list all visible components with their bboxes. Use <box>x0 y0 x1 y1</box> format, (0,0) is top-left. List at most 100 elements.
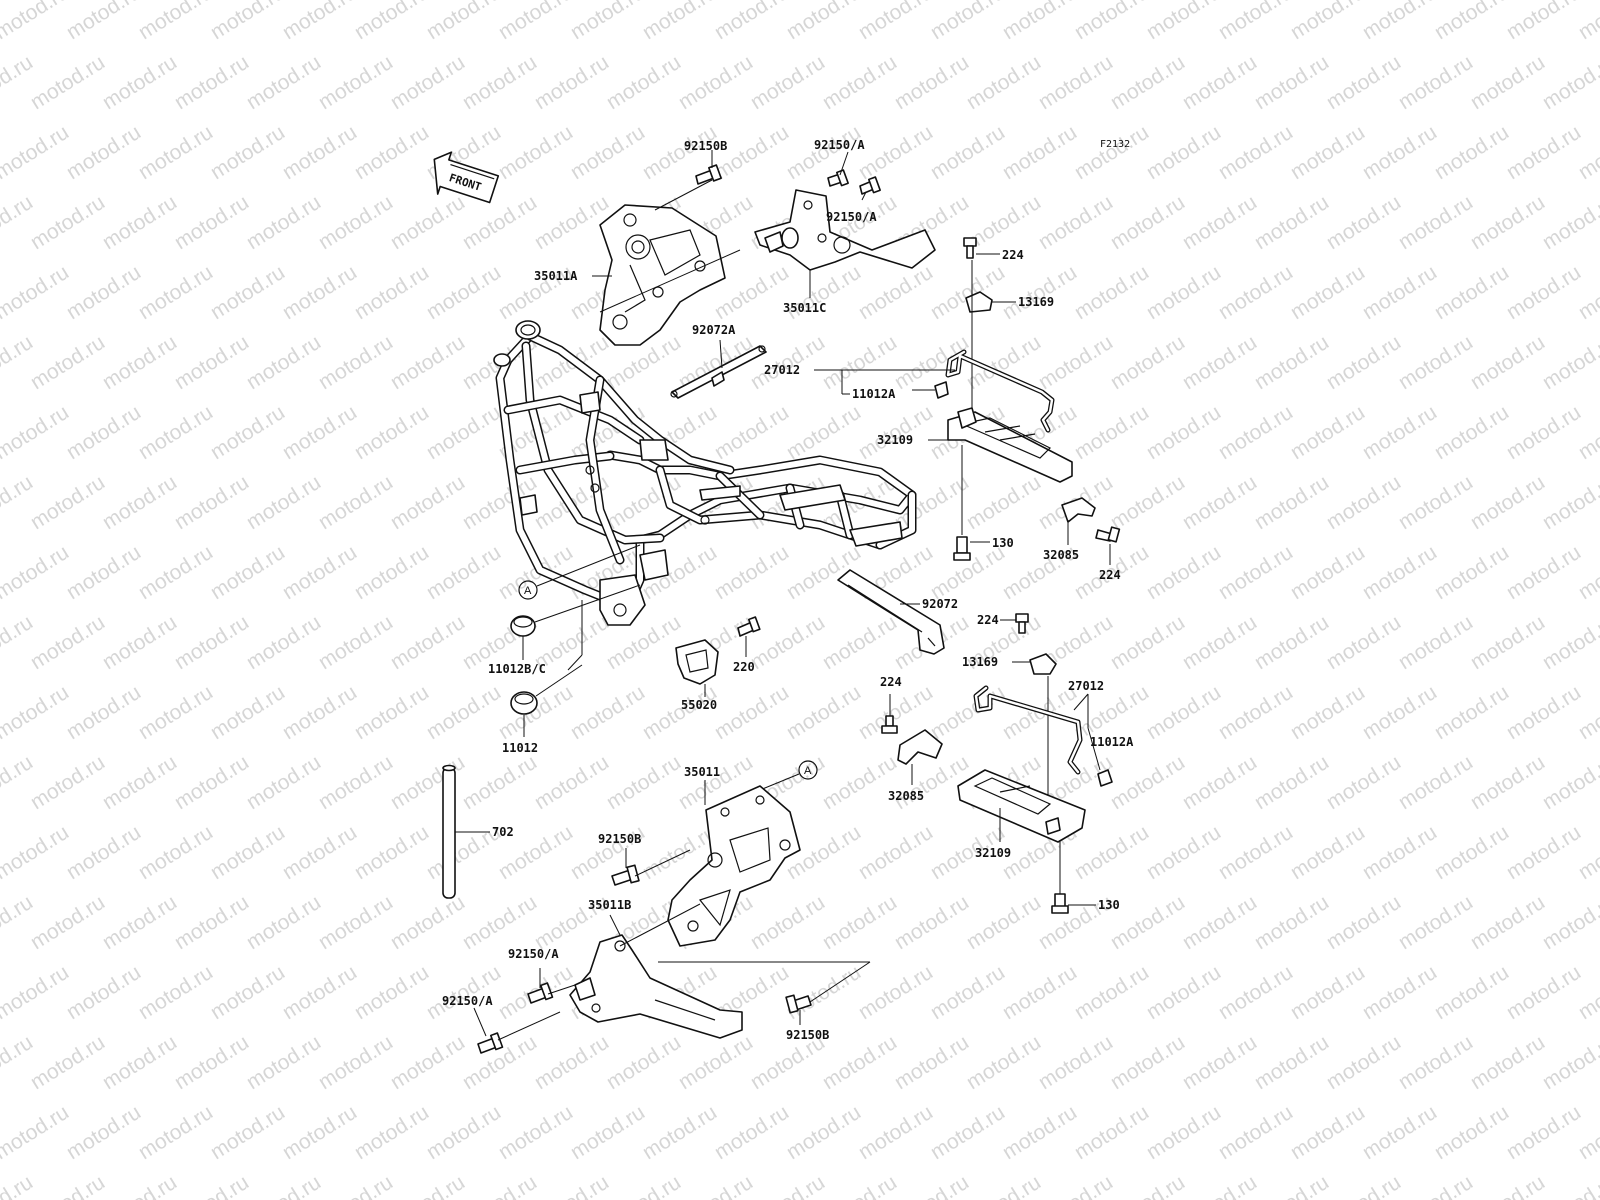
label-11012a-bottom: 11012A <box>1090 735 1134 749</box>
watermark-text: motod.ru <box>0 961 73 1024</box>
watermark-text: motod.ru <box>242 1171 324 1200</box>
watermark-text: motod.ru <box>746 891 828 954</box>
watermark-text: motod.ru <box>1394 1171 1476 1200</box>
watermark-text: motod.ru <box>854 261 936 324</box>
watermark-text: motod.ru <box>350 681 432 744</box>
watermark-text: motod.ru <box>1214 401 1296 464</box>
watermark-text: motod.ru <box>1214 261 1296 324</box>
watermark-text: motod.ru <box>1178 331 1260 394</box>
watermark-text: motod.ru <box>1430 1101 1512 1164</box>
watermark-text: motod.ru <box>134 1101 216 1164</box>
watermark-text: motod.ru <box>98 751 180 814</box>
watermark-text: motod.ru <box>494 681 576 744</box>
watermark-text: motod.ru <box>782 401 864 464</box>
watermark-text: motod.ru <box>1142 541 1224 604</box>
watermark-text: motod.ru <box>1466 891 1548 954</box>
watermark-text: motod.ru <box>1322 471 1404 534</box>
watermark-text: motod.ru <box>206 261 288 324</box>
watermark-text: motod.ru <box>494 0 576 44</box>
watermark-text: motod.ru <box>0 1101 73 1164</box>
watermark-text: motod.ru <box>242 891 324 954</box>
watermark-text: motod.ru <box>206 541 288 604</box>
watermark-text: motod.ru <box>818 1171 900 1200</box>
watermark-text: motod.ru <box>1502 821 1584 884</box>
watermark-text: motod.ru <box>1502 121 1584 184</box>
watermark-text: motod.ru <box>170 751 252 814</box>
watermark-text: motod.ru <box>386 891 468 954</box>
watermark-text: motod.ru <box>1538 471 1600 534</box>
watermark-text: motod.ru <box>962 1171 1044 1200</box>
watermark-text: motod.ru <box>854 121 936 184</box>
watermark-text: motod.ru <box>0 191 37 254</box>
watermark-text: motod.ru <box>1502 0 1584 44</box>
watermark-text: motod.ru <box>1322 891 1404 954</box>
bolt-224-mid <box>1015 613 1029 634</box>
watermark-text: motod.ru <box>710 401 792 464</box>
watermark-text: motod.ru <box>1394 191 1476 254</box>
watermark-text: motod.ru <box>1502 261 1584 324</box>
watermark-text: motod.ru <box>422 1101 504 1164</box>
watermark-text: motod.ru <box>1538 331 1600 394</box>
watermark-text: motod.ru <box>1394 891 1476 954</box>
watermark-text: motod.ru <box>854 821 936 884</box>
leader-27012-bottom-a <box>1073 693 1089 711</box>
label-224-bottom: 224 <box>880 675 902 689</box>
label-92072a: 92072A <box>692 323 736 337</box>
watermark-text: motod.ru <box>1466 1031 1548 1094</box>
watermark-text: motod.ru <box>782 681 864 744</box>
watermark-text: motod.ru <box>710 1101 792 1164</box>
watermark-text: motod.ru <box>26 751 108 814</box>
watermark-text: motod.ru <box>638 681 720 744</box>
leader-11012bc-frame <box>534 584 641 623</box>
bracket-35011b <box>569 934 743 1039</box>
watermark-text: motod.ru <box>1034 51 1116 114</box>
watermark-text: motod.ru <box>1322 611 1404 674</box>
watermark-text: motod.ru <box>890 1171 972 1200</box>
watermark-text: motod.ru <box>278 261 360 324</box>
watermark-text: motod.ru <box>98 331 180 394</box>
watermark-text: motod.ru <box>26 331 108 394</box>
watermark-text: motod.ru <box>1070 121 1152 184</box>
watermark-text: motod.ru <box>1142 261 1224 324</box>
grommet-11012bc <box>510 615 536 637</box>
label-35011c: 35011C <box>783 301 826 315</box>
watermark-text: motod.ru <box>386 1031 468 1094</box>
watermark-text: motod.ru <box>1214 961 1296 1024</box>
watermark-text: motod.ru <box>278 681 360 744</box>
label-92072: 92072 <box>922 597 958 611</box>
watermark-text: motod.ru <box>350 821 432 884</box>
watermark-text: motod.ru <box>674 51 756 114</box>
watermark-text: motod.ru <box>278 0 360 44</box>
watermark-text: motod.ru <box>26 191 108 254</box>
label-27012-top: 27012 <box>764 363 800 377</box>
label-35011a: 35011A <box>534 269 578 283</box>
watermark-text: motod.ru <box>710 541 792 604</box>
watermark-text: motod.ru <box>1358 821 1440 884</box>
watermark-text: motod.ru <box>1286 1101 1368 1164</box>
label-32085-bottom: 32085 <box>888 789 924 803</box>
watermark-text: motod.ru <box>0 471 37 534</box>
watermark-text: motod.ru <box>494 1101 576 1164</box>
leader-92150a-bottom-2a <box>473 1007 487 1037</box>
watermark-text: motod.ru <box>62 121 144 184</box>
watermark-text: motod.ru <box>998 261 1080 324</box>
watermark-text: motod.ru <box>26 891 108 954</box>
watermark-text: motod.ru <box>1178 51 1260 114</box>
watermark-text: motod.ru <box>1466 191 1548 254</box>
watermark-text: motod.ru <box>674 1031 756 1094</box>
watermark-text: motod.ru <box>890 1031 972 1094</box>
watermark-text: motod.ru <box>170 611 252 674</box>
label-92150a-bottom-1: 92150/A <box>508 947 559 961</box>
watermark-text: motod.ru <box>926 681 1008 744</box>
label-13169-bottom: 13169 <box>962 655 998 669</box>
watermark-text: motod.ru <box>782 0 864 44</box>
label-11012a-top: 11012A <box>852 387 896 401</box>
watermark-text: motod.ru <box>26 1171 108 1200</box>
watermark-text: motod.ru <box>1250 611 1332 674</box>
watermark-text: motod.ru <box>1394 751 1476 814</box>
watermark-text: motod.ru <box>1106 611 1188 674</box>
watermark-text: motod.ru <box>1214 1101 1296 1164</box>
watermark-text: motod.ru <box>1214 541 1296 604</box>
watermark-text: motod.ru <box>818 331 900 394</box>
watermark-text: motod.ru <box>1070 0 1152 44</box>
